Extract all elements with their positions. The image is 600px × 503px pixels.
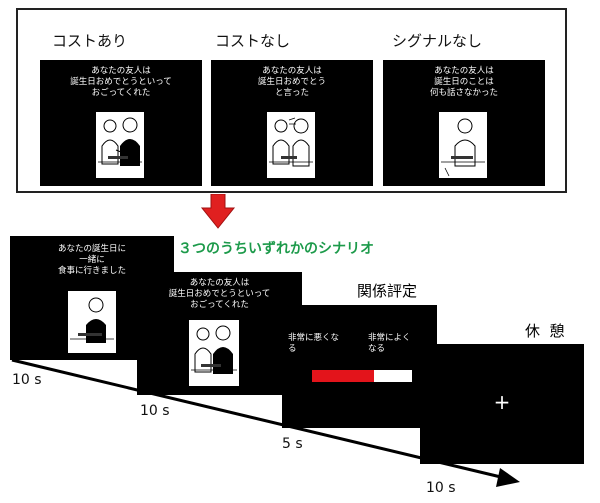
scenario-picture — [189, 320, 239, 386]
friend-speaking-picture — [267, 112, 315, 178]
timing-rating: 5 s — [282, 436, 303, 452]
condition-panel-nosignal: あなたの友人は 誕生日のことは 何も話さなかった — [383, 60, 545, 186]
condition-label-cost: コストあり — [52, 32, 128, 50]
scenario-screen: あなたの友人は 誕生日おめでとうといって おごってくれた — [137, 272, 302, 395]
friend-silent-picture — [439, 112, 487, 178]
timing-scenario: 10 s — [140, 403, 170, 419]
intro-text: あなたの誕生日に 一緒に 食事に行きました — [57, 244, 126, 276]
fixation-cross: + — [493, 390, 511, 414]
condition-label-nocost: コストなし — [215, 32, 291, 50]
rating-slider[interactable] — [312, 370, 412, 382]
rating-left-label: 非常に悪くな る — [288, 333, 340, 354]
friends-treat-picture — [96, 112, 144, 178]
timing-rest: 10 s — [426, 480, 456, 496]
scenario-caption: ３つのうちいずれかのシナリオ — [178, 241, 374, 257]
condition-text-cost: あなたの友人は 誕生日おめでとうといって おごってくれた — [70, 66, 172, 98]
condition-panel-nocost: あなたの友人は 誕生日おめでとう と言った — [211, 60, 373, 186]
rating-slider-fill — [312, 370, 374, 382]
rest-title: 休 憩 — [525, 322, 565, 340]
condition-label-nosignal: シグナルなし — [392, 32, 483, 50]
rating-right-label: 非常によく なる — [368, 333, 411, 354]
timing-intro: 10 s — [12, 372, 42, 388]
rating-screen: 非常に悪くな る 非常によく なる — [282, 305, 437, 428]
rating-title: 関係評定 — [357, 282, 418, 300]
condition-text-nocost: あなたの友人は 誕生日おめでとう と言った — [257, 66, 326, 98]
scenario-text: あなたの友人は 誕生日おめでとうといって おごってくれた — [168, 278, 271, 310]
condition-panel-cost: あなたの友人は 誕生日おめでとうといって おごってくれた — [40, 60, 202, 186]
dinner-picture — [68, 291, 116, 353]
rest-screen: + — [420, 344, 584, 464]
condition-text-nosignal: あなたの友人は 誕生日のことは 何も話さなかった — [429, 66, 498, 98]
down-arrow-icon — [200, 194, 236, 229]
